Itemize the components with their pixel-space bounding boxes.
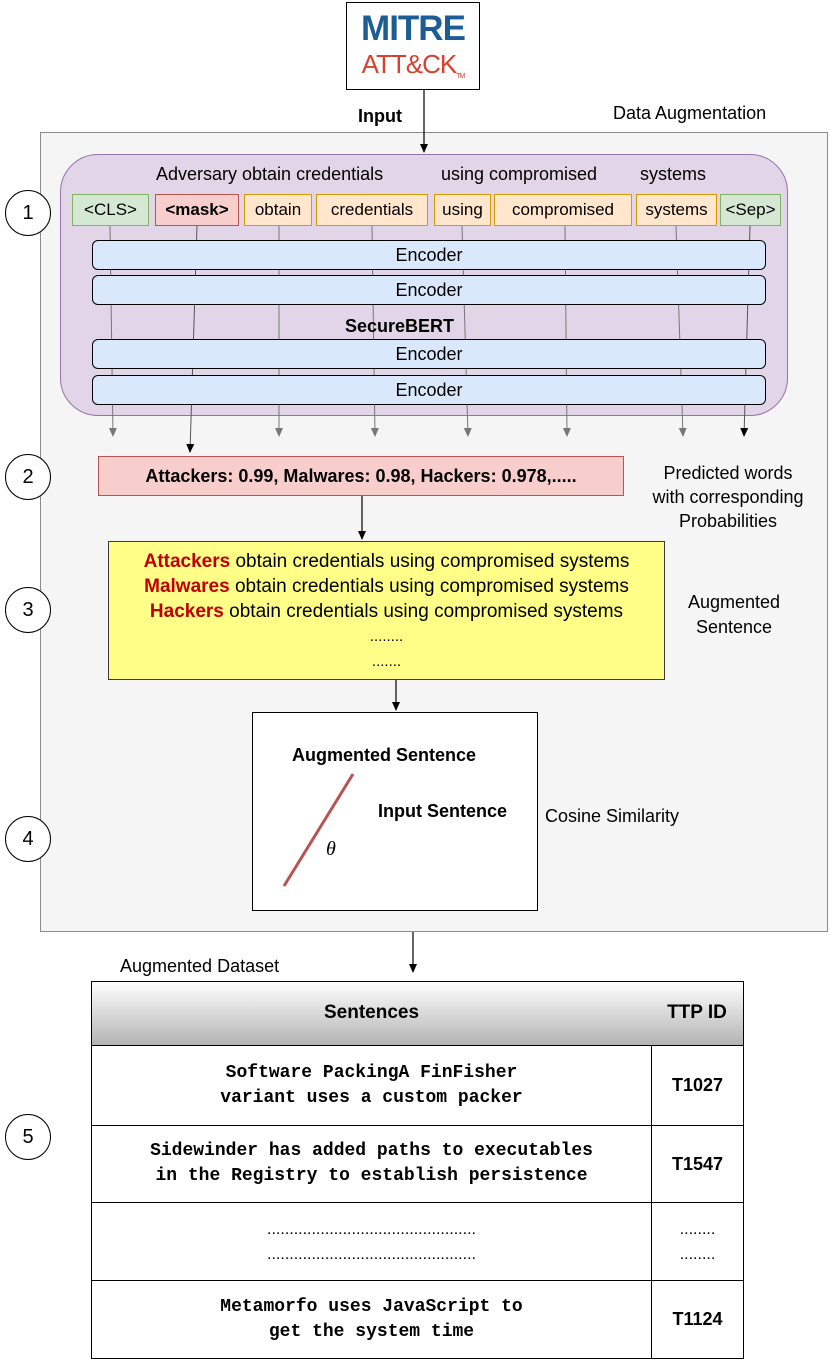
ttp-cell: T1124 xyxy=(651,1281,743,1358)
logo-attck-text: ATT&CKTM xyxy=(361,49,466,80)
table-row: ........................................… xyxy=(92,1203,743,1281)
table-row: Sidewinder has added paths to executable… xyxy=(92,1126,743,1203)
step-1-badge: 1 xyxy=(5,190,51,236)
encoder-layer-3: Encoder xyxy=(92,339,766,369)
ttp-id: T1124 xyxy=(672,1309,723,1329)
header-sentences: Sentences xyxy=(323,1002,420,1023)
ttp-ellipsis: ........ xyxy=(679,1220,716,1238)
sentence-line: get the system time xyxy=(268,1321,475,1342)
augmented-caption-line1: Augmented xyxy=(687,592,781,612)
predicted-words-box: Attackers: 0.99, Malwares: 0.98, Hackers… xyxy=(98,456,624,496)
table-header: Sentences TTP ID xyxy=(92,982,743,1046)
step-4-badge: 4 xyxy=(5,816,51,862)
sentence-line: Metamorfo uses JavaScript to xyxy=(220,1296,523,1317)
ttp-id: T1027 xyxy=(671,1075,724,1095)
token-systems: systems xyxy=(636,194,717,226)
input-sentence-part2: using compromised xyxy=(441,164,598,184)
augmented-sentence-3: Hackers obtain credentials using comprom… xyxy=(149,601,624,622)
mitre-attck-logo: MITRE ATT&CKTM xyxy=(346,2,480,90)
token-compromised: compromised xyxy=(494,194,632,226)
predicted-caption-line2: with corresponding xyxy=(652,487,804,507)
ttp-cell: T1547 xyxy=(651,1126,743,1202)
table-row: Software PackingA FinFisher variant uses… xyxy=(92,1046,743,1126)
token-credentials: credentials xyxy=(316,194,428,226)
sentence-ellipsis: ........................................… xyxy=(267,1220,476,1238)
ttp-cell: T1027 xyxy=(651,1046,743,1125)
sentence-line: Software PackingA FinFisher xyxy=(225,1062,518,1083)
augmented-sentence-caption: Augmented Sentence xyxy=(666,590,802,640)
sentence-line: Sidewinder has added paths to executable… xyxy=(150,1141,593,1161)
input-sentence-vector-label: Input Sentence xyxy=(378,801,508,821)
input-sentence-part3: systems xyxy=(640,164,707,184)
encoder-layer-4: Encoder xyxy=(92,375,766,405)
cosine-similarity-label: Cosine Similarity xyxy=(545,806,680,826)
sentence-cell: ........................................… xyxy=(92,1203,651,1280)
augmented-sentence-2: Malwares obtain credentials using compro… xyxy=(144,576,629,597)
step-2-badge: 2 xyxy=(5,454,51,500)
sentence-line: in the Registry to establish persistence xyxy=(155,1166,588,1186)
augmented-ellipsis-1: ........ xyxy=(369,628,404,645)
predicted-words-caption: Predicted words with corresponding Proba… xyxy=(636,461,820,533)
header-ttp-id: TTP ID xyxy=(667,1002,727,1023)
token-sep: <Sep> xyxy=(720,194,781,226)
ttp-ellipsis: ........ xyxy=(679,1245,716,1263)
sentence-cell: Software PackingA FinFisher variant uses… xyxy=(92,1046,651,1125)
encoder-layer-1: Encoder xyxy=(92,240,766,270)
input-label: Input xyxy=(358,106,402,126)
data-augmentation-label: Data Augmentation xyxy=(613,103,767,123)
step-3-badge: 3 xyxy=(5,587,51,633)
input-sentence-part1: Adversary obtain credentials xyxy=(156,164,384,184)
augmented-dataset-label: Augmented Dataset xyxy=(120,956,280,976)
table-row: Metamorfo uses JavaScript to get the sys… xyxy=(92,1281,743,1358)
sentence-cell: Metamorfo uses JavaScript to get the sys… xyxy=(92,1281,651,1358)
token-obtain: obtain xyxy=(244,194,312,226)
securebert-label: SecureBERT xyxy=(345,316,455,336)
augmented-sentence-vector-label: Augmented Sentence xyxy=(292,745,477,765)
encoder-layer-2: Encoder xyxy=(92,275,766,305)
token-using: using xyxy=(434,194,491,226)
augmented-ellipsis-2: ....... xyxy=(371,653,402,670)
augmented-sentences-box: Attackers obtain credentials using compr… xyxy=(108,541,665,680)
token-mask: <mask> xyxy=(155,194,239,226)
augmented-sentence-1: Attackers obtain credentials using compr… xyxy=(143,551,630,572)
augmented-caption-line2: Sentence xyxy=(695,617,773,637)
token-cls: <CLS> xyxy=(72,194,149,226)
step-5-badge: 5 xyxy=(5,1114,51,1160)
sentence-line: variant uses a custom packer xyxy=(220,1087,523,1108)
logo-mitre-text: MITRE xyxy=(361,9,466,48)
augmented-dataset-table: Sentences TTP ID Software PackingA FinFi… xyxy=(91,981,744,1359)
ttp-id: T1547 xyxy=(671,1153,724,1174)
predicted-caption-line3: Probabilities xyxy=(678,511,778,531)
sentence-cell: Sidewinder has added paths to executable… xyxy=(92,1126,651,1202)
ttp-cell: ........ ........ xyxy=(651,1203,743,1280)
predicted-caption-line1: Predicted words xyxy=(663,463,793,483)
sentence-ellipsis: ........................................… xyxy=(267,1245,476,1263)
theta-label: θ xyxy=(326,838,336,860)
